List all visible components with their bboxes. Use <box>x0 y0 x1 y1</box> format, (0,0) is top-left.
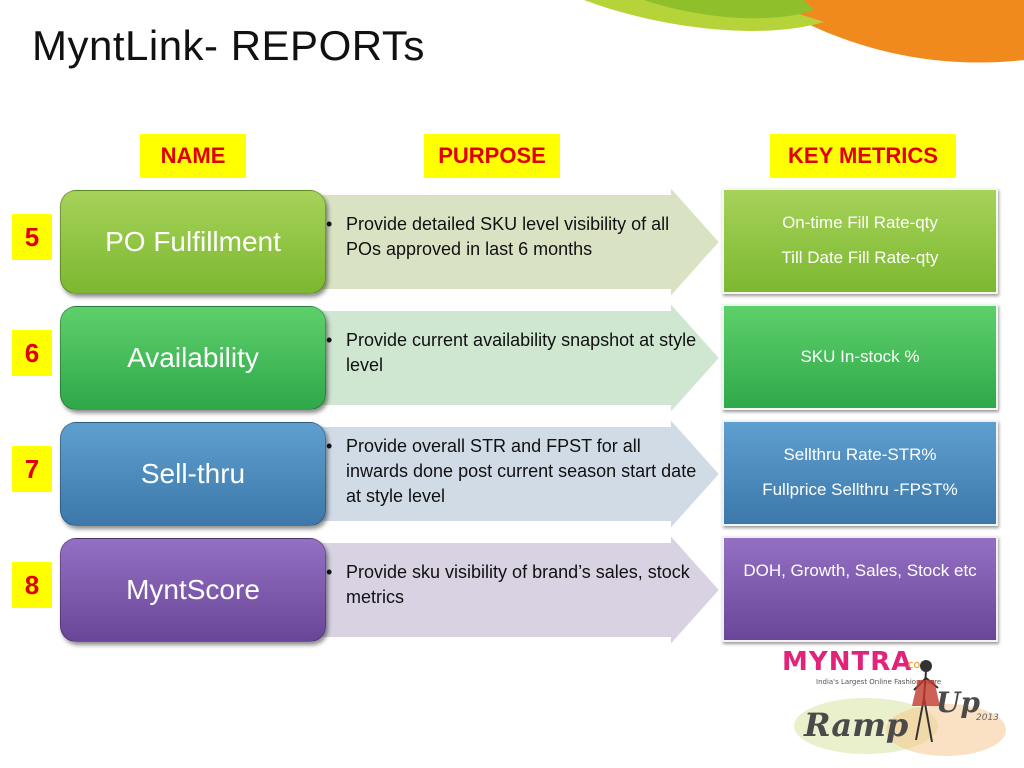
metric-item: SKU In-stock % <box>800 347 920 366</box>
metric-item: Till Date Fill Rate-qty <box>781 248 939 267</box>
report-purpose-text: Provide detailed SKU level visibility of… <box>346 214 670 259</box>
purpose-arrow <box>308 302 722 414</box>
report-name-box: Sell-thru <box>60 422 326 526</box>
page-title: MyntLink- REPORTs <box>32 22 425 69</box>
column-header-purpose: PURPOSE <box>424 134 560 178</box>
report-purpose-text: Provide sku visibility of brand’s sales,… <box>346 562 690 607</box>
report-name-box: PO Fulfillment <box>60 190 326 294</box>
report-purpose: •Provide sku visibility of brand’s sales… <box>326 562 690 607</box>
report-purpose-text: Provide current availability snapshot at… <box>346 330 697 375</box>
report-name-box: MyntScore <box>60 538 326 642</box>
column-header-key-metrics: KEY METRICS <box>770 134 956 178</box>
header-swoosh-decoration <box>584 0 1024 63</box>
metric-item: DOH, Growth, Sales, Stock etc <box>743 561 977 580</box>
key-metrics-box: On-time Fill Rate-qty Till Date Fill Rat… <box>722 188 998 294</box>
purpose-arrow <box>308 534 722 646</box>
purpose-arrow <box>308 418 722 530</box>
key-metrics-box: SKU In-stock % <box>722 304 998 410</box>
report-number: 7 <box>12 446 52 492</box>
report-number: 5 <box>12 214 52 260</box>
svg-text:Ramp: Ramp <box>803 706 908 744</box>
column-header-name: NAME <box>140 134 246 178</box>
report-number: 8 <box>12 562 52 608</box>
report-purpose-text: Provide overall STR and FPST for all inw… <box>346 436 697 506</box>
svg-text:India's Largest Online Fashion: India's Largest Online Fashion Store <box>816 678 941 686</box>
report-purpose: •Provide overall STR and FPST for all in… <box>326 436 697 506</box>
key-metrics-box: DOH, Growth, Sales, Stock etc <box>722 536 998 642</box>
report-number: 6 <box>12 330 52 376</box>
myntra-ramp-up-logo: MYNTRA .com India's Largest Online Fashi… <box>782 647 1006 756</box>
report-name-box: Availability <box>60 306 326 410</box>
report-row-sell-thru: 7 Sell-thru •Provide overall STR and FPS… <box>0 418 1024 530</box>
report-row-po-fulfillment: 5 PO Fulfillment •Provide detailed SKU l… <box>0 186 1024 298</box>
svg-text:Up: Up <box>936 686 980 719</box>
metric-item: Fullprice Sellthru -FPST% <box>762 480 958 499</box>
key-metrics-box: Sellthru Rate-STR% Fullprice Sellthru -F… <box>722 420 998 526</box>
metric-item: On-time Fill Rate-qty <box>782 213 938 232</box>
svg-text:MYNTRA: MYNTRA <box>782 647 912 677</box>
metric-item: Sellthru Rate-STR% <box>783 445 937 464</box>
report-row-availability: 6 Availability •Provide current availabi… <box>0 302 1024 414</box>
report-row-myntscore: 8 MyntScore •Provide sku visibility of b… <box>0 534 1024 646</box>
svg-text:2013: 2013 <box>976 713 999 723</box>
purpose-arrow <box>308 186 722 298</box>
report-purpose: •Provide current availability snapshot a… <box>326 330 697 375</box>
report-purpose: •Provide detailed SKU level visibility o… <box>326 214 670 259</box>
